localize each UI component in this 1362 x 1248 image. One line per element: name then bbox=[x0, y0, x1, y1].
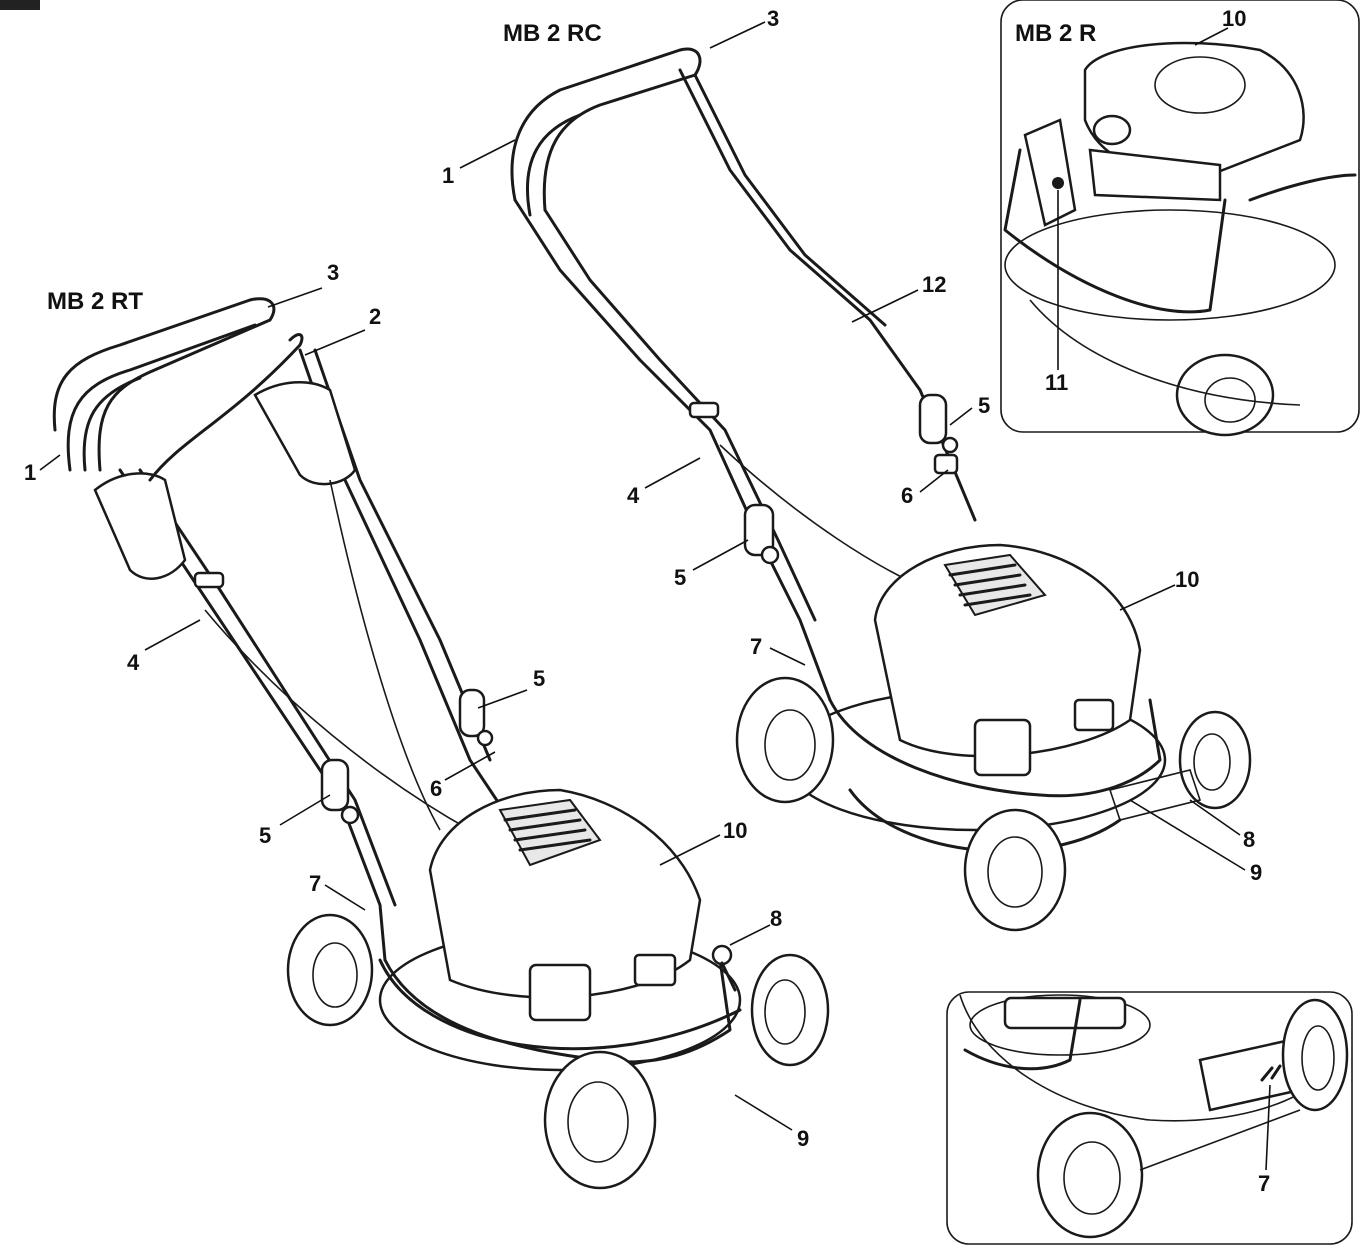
model-title-mb2rt: MB 2 RT bbox=[47, 288, 143, 315]
mower-mb2rc bbox=[510, 47, 1252, 932]
model-title-mb2r: MB 2 R bbox=[1015, 20, 1097, 47]
callout-rt-cable: 6 bbox=[430, 776, 443, 801]
callout-rc-lever-right: 5 bbox=[978, 393, 991, 418]
inset-frame-rear bbox=[946, 991, 1353, 1245]
callout-rear-height-lever: 7 bbox=[1258, 1171, 1271, 1196]
callout-rt-rear-bar: 9 bbox=[797, 1126, 810, 1151]
callout-rt-grip: 3 bbox=[327, 260, 340, 285]
model-title-mb2rc: MB 2 RC bbox=[503, 20, 602, 47]
mower-mb2rt bbox=[52, 297, 830, 1190]
callout-rc-height-lever: 7 bbox=[750, 634, 763, 659]
leader-lines bbox=[39, 21, 1271, 1171]
callout-rc-lever-left: 5 bbox=[674, 565, 687, 590]
callout-rc-cable-clip: 12 bbox=[922, 272, 947, 297]
callout-rc-knob: 4 bbox=[627, 483, 640, 508]
callout-rc-grip: 3 bbox=[767, 6, 780, 31]
rear-detail bbox=[959, 994, 1349, 1239]
callout-rt-height-knob: 8 bbox=[770, 906, 783, 931]
callout-r-starter: 11 bbox=[1045, 370, 1069, 395]
callout-rc-cable: 6 bbox=[901, 483, 914, 508]
callout-rc-engine: 10 bbox=[1175, 567, 1200, 592]
callout-rc-rear-bar: 9 bbox=[1250, 860, 1263, 885]
callout-rt-handle: 1 bbox=[24, 460, 37, 485]
callout-r-engine: 10 bbox=[1222, 6, 1247, 31]
callout-rt-bail-bar: 2 bbox=[369, 304, 382, 329]
callout-rc-height-knob: 8 bbox=[1243, 827, 1256, 852]
callout-rt-knob: 4 bbox=[127, 650, 140, 675]
engine-detail-mb2r bbox=[1003, 41, 1357, 437]
inset-frame-mb2r bbox=[1000, 0, 1360, 433]
callout-rt-lever-right: 5 bbox=[533, 666, 546, 691]
callout-rc-handle: 1 bbox=[442, 163, 455, 188]
callout-rt-height-lever: 7 bbox=[309, 871, 322, 896]
page-corner-marker bbox=[0, 0, 40, 10]
callout-rt-engine: 10 bbox=[723, 818, 748, 843]
callout-rt-lever-left: 5 bbox=[259, 823, 272, 848]
